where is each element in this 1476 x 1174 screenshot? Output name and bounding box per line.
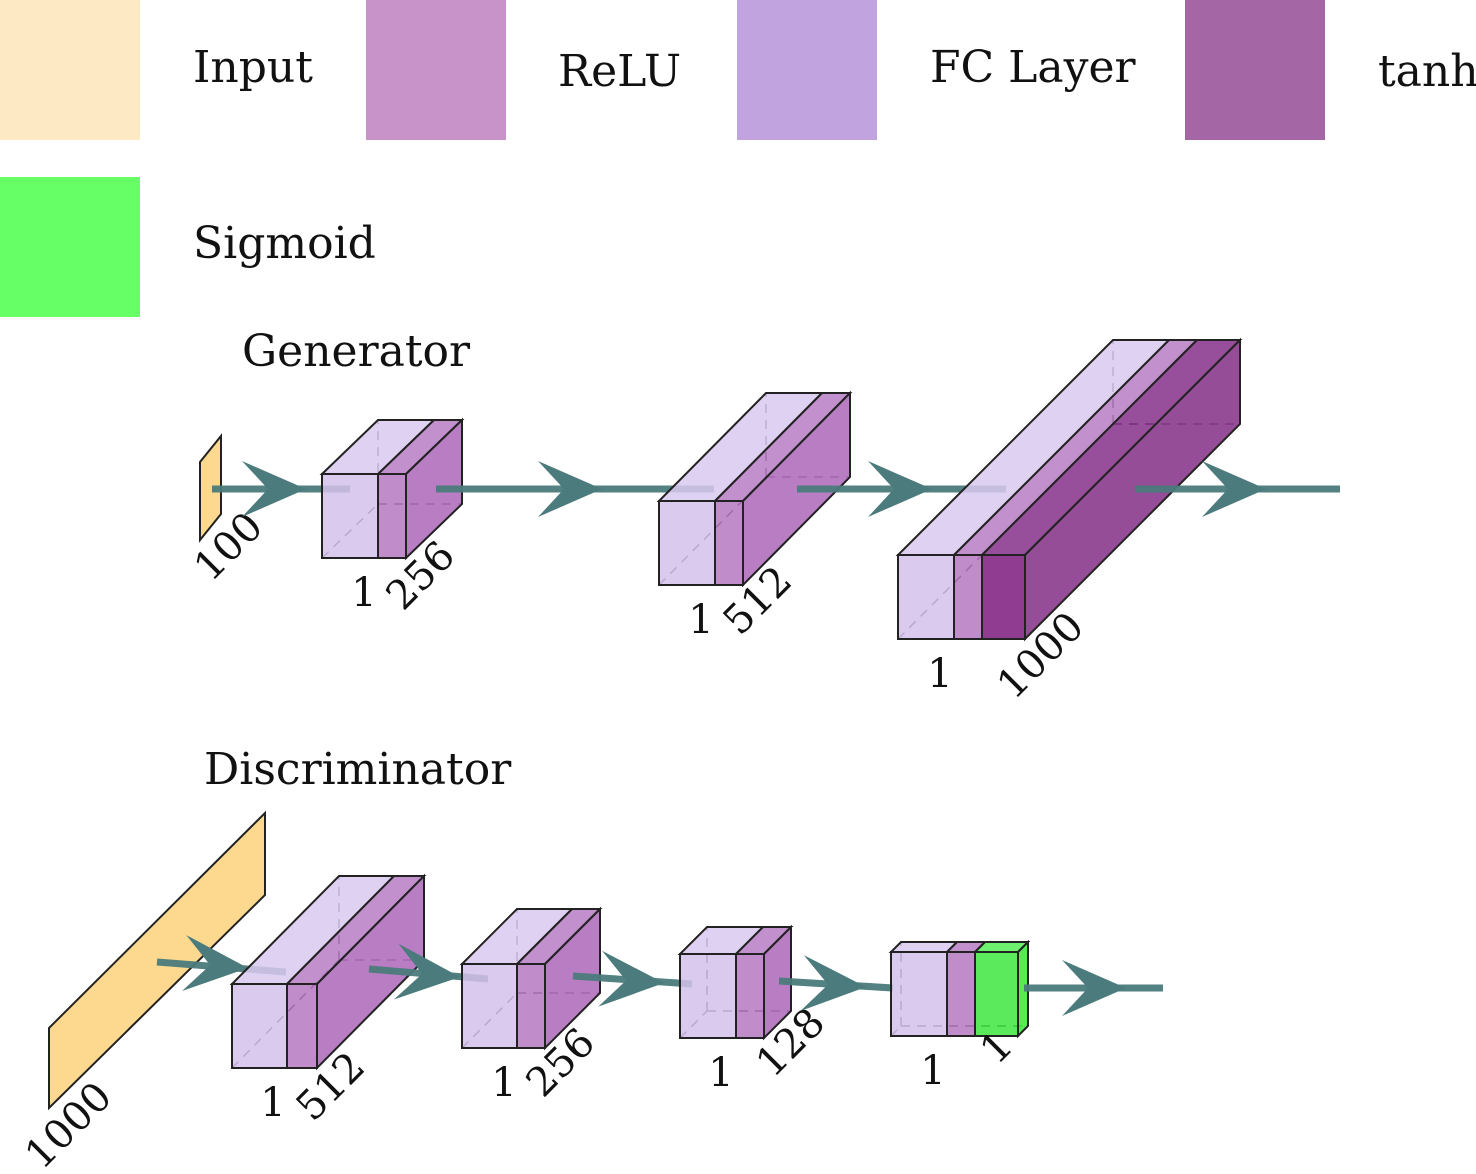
generator-input-plate — [199, 433, 222, 543]
legend-swatch-tanh — [1185, 0, 1325, 140]
legend-label-sigmoid: Sigmoid — [193, 218, 376, 269]
discriminator-layer-4-slice2-front — [974, 951, 1019, 1037]
generator-layer-1-slice1-front — [377, 473, 407, 559]
generator-input-label: 100 — [186, 504, 273, 591]
discriminator-layer-2-depth-label: 1 — [491, 1060, 516, 1106]
generator-layer-2-depth-label: 1 — [688, 597, 713, 643]
legend-swatch-relu — [366, 0, 506, 140]
generator-layer-2-slice1-front — [714, 500, 744, 586]
discriminator-layer-3-side — [763, 924, 792, 1041]
generator-layer-3-slice1-front — [953, 554, 983, 640]
discriminator-layer-4-side — [1017, 939, 1029, 1039]
generator-layer-2-slice0-front — [658, 500, 716, 586]
discriminator-layer-3-depth-label: 1 — [708, 1050, 733, 1096]
discriminator-arrow-1-head — [182, 935, 248, 991]
generator-layer-3-slice2-front — [981, 554, 1026, 640]
legend-swatch-input — [0, 0, 140, 140]
legend: Input ReLU FC Layer tanh Sigmoid — [0, 0, 1476, 320]
discriminator-layer-3-slice1-front — [735, 953, 765, 1039]
generator-layer-1-slice0-front — [321, 473, 379, 559]
discriminator-arrow-2-head — [393, 943, 460, 1000]
legend-label-input: Input — [193, 42, 313, 93]
generator-layer-1-depth-label: 1 — [351, 570, 376, 616]
generator-arrow-1-head — [242, 461, 306, 517]
discriminator-layer-1-depth-label: 1 — [260, 1080, 285, 1126]
generator-layer-1-side — [405, 417, 463, 561]
discriminator-layer-2-slice1-front — [516, 963, 546, 1049]
generator-title: Generator — [242, 326, 471, 377]
discriminator-arrow-4-head — [800, 955, 866, 1012]
legend-swatch-fc-layer — [737, 0, 877, 140]
discriminator-layer-4-slice1-front — [946, 951, 976, 1037]
generator-arrow-2-head — [538, 461, 602, 517]
discriminator-layer-1-slice0-front — [231, 983, 288, 1069]
generator-layer-3-slice0-front — [897, 554, 955, 640]
generator-arrow-4-head — [1202, 461, 1266, 517]
legend-label-tanh: tanh — [1378, 46, 1476, 97]
discriminator-title: Discriminator — [204, 744, 512, 795]
discriminator-arrow-4 — [778, 955, 894, 1012]
discriminator-arrow-3-head — [598, 950, 664, 1007]
legend-label-relu: ReLU — [558, 46, 682, 97]
legend-swatch-sigmoid — [0, 177, 140, 317]
generator-layer-2 — [656, 390, 853, 588]
generator-layer-3-side — [1024, 337, 1241, 642]
discriminator-layer-2 — [459, 906, 603, 1051]
legend-label-fc-layer: FC Layer — [930, 42, 1136, 93]
discriminator-layer-4 — [888, 939, 1031, 1039]
generator-layer-3 — [895, 337, 1243, 642]
discriminator-arrow-3 — [572, 950, 693, 1007]
discriminator-layer-2-slice0-front — [461, 963, 518, 1049]
discriminator-layer-4-slice0-front — [890, 951, 948, 1037]
generator-arrow-2 — [436, 461, 714, 517]
discriminator-arrow-5-head — [1062, 960, 1126, 1016]
generator-layer-2-side — [742, 390, 851, 588]
discriminator-arrow-5 — [1024, 960, 1163, 1016]
generator-layer-1 — [319, 417, 465, 561]
discriminator-layer-1-slice1-front — [286, 983, 318, 1069]
generator-arrow-4 — [1135, 461, 1340, 517]
discriminator-layer-3 — [677, 924, 794, 1041]
discriminator-layer-4-depth-label: 1 — [920, 1048, 945, 1094]
generator-arrow-3-head — [868, 461, 932, 517]
discriminator-layer-3-slice0-front — [679, 953, 737, 1039]
generator-layer-3-depth-label: 1 — [927, 651, 952, 697]
discriminator-layer-2-side — [544, 906, 601, 1051]
